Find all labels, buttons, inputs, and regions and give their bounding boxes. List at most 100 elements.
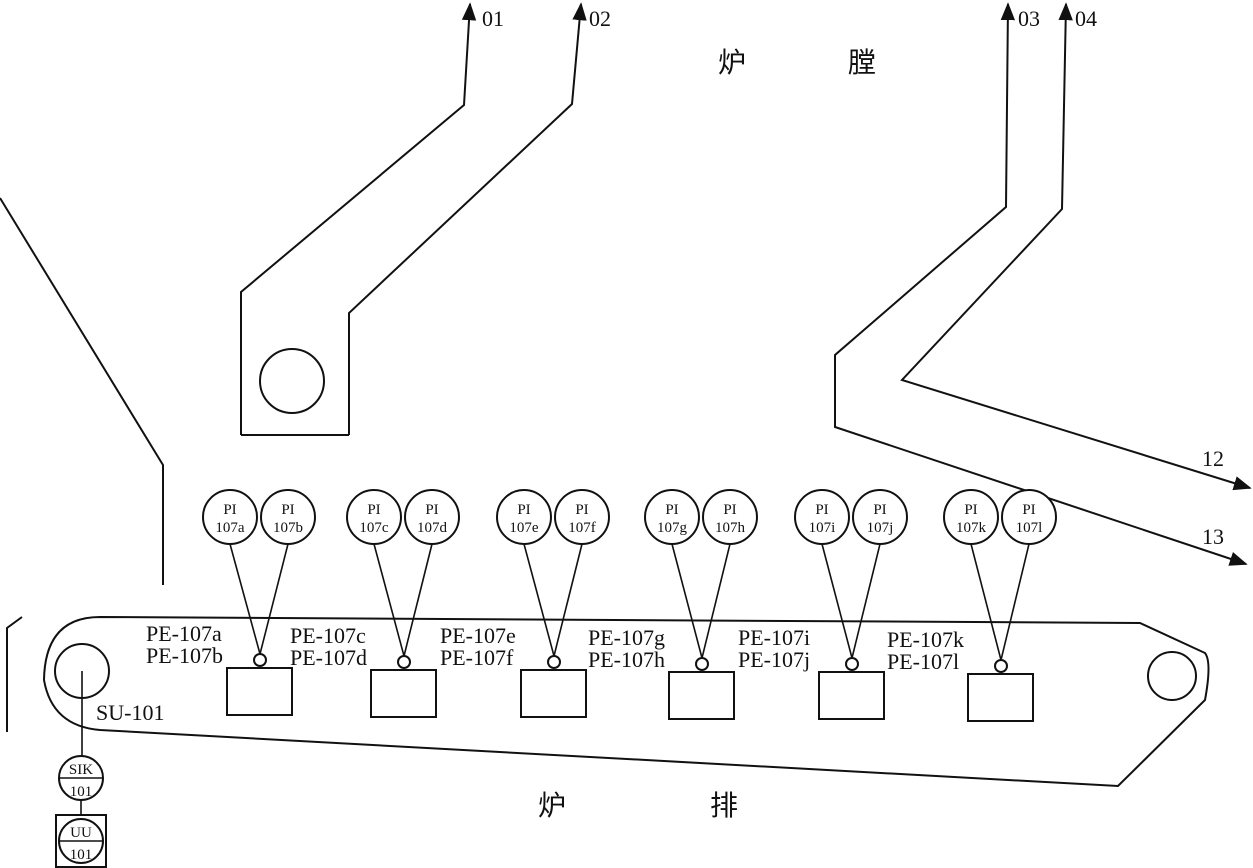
pi-type-label: PI: [815, 502, 828, 518]
port-label-13: 13: [1202, 524, 1224, 549]
port-label-01: 01: [482, 6, 504, 31]
pi-instrument: PI 107j: [852, 489, 908, 545]
port-label-02: 02: [589, 6, 611, 31]
pe-sensor: [695, 657, 709, 671]
duct-02-line: [348, 2, 587, 435]
pi-type-label: PI: [425, 502, 438, 518]
air-box: [226, 667, 293, 716]
pe-sensor: [994, 659, 1008, 673]
port-label-03: 03: [1018, 6, 1040, 31]
pi-instrument: PI 107e: [496, 489, 552, 545]
pi-tag-label: 107c: [359, 520, 389, 536]
pi-type-label: PI: [723, 502, 736, 518]
leader-line: [373, 543, 405, 657]
pi-tag-label: 107l: [1016, 520, 1043, 536]
pi-type-label: PI: [575, 502, 588, 518]
pi-type-label: PI: [517, 502, 530, 518]
pi-type-label: PI: [281, 502, 294, 518]
pe-label-upper: PE-107i: [738, 625, 810, 650]
pe-label-upper: PE-107a: [146, 621, 222, 646]
leader-line: [821, 543, 853, 659]
pe-label-lower: PE-107d: [290, 645, 367, 670]
pi-circle: [702, 489, 758, 545]
furnace-label-char-1: 炉: [718, 46, 746, 79]
duct-03-line: [834, 2, 1248, 566]
pe-label-lower: PE-107f: [440, 645, 514, 670]
air-box: [818, 671, 885, 720]
grate-label-char-1: 炉: [538, 789, 566, 822]
pi-circle: [943, 489, 999, 545]
leader-line: [671, 543, 703, 659]
pi-tag-label: 107b: [273, 520, 303, 536]
pi-tag-label: 107e: [509, 520, 539, 536]
pe-sensor: [253, 653, 267, 667]
pressure-instrument-pairs: PI107aPI107bPE-107aPE-107bPI107cPI107dPE…: [146, 489, 1057, 722]
conveyor-left-bracket: [6, 616, 23, 732]
uu-top: UU: [70, 825, 92, 841]
pi-type-label: PI: [367, 502, 380, 518]
pi-circle: [404, 489, 460, 545]
pi-instrument: PI 107b: [260, 489, 316, 545]
duct-04-line: [900, 2, 1252, 491]
pe-label-lower: PE-107l: [887, 649, 959, 674]
leader-line: [523, 543, 555, 657]
pi-instrument: PI 107d: [404, 489, 460, 545]
speed-instruments: SIK 101 UU 101: [55, 755, 107, 868]
leader-line: [553, 543, 583, 657]
pi-circle: [346, 489, 402, 545]
pe-label-upper: PE-107e: [440, 623, 516, 648]
port-label-04: 04: [1075, 6, 1097, 31]
furnace-label-char-2: 膛: [848, 46, 876, 79]
pe-label-lower: PE-107b: [146, 643, 223, 668]
pi-type-label: PI: [1022, 502, 1035, 518]
grate-conveyor: SU-101: [6, 615, 1210, 788]
duct-roller: [259, 348, 325, 414]
pi-circle: [852, 489, 908, 545]
pi-type-label: PI: [873, 502, 886, 518]
grate-label-char-2: 排: [710, 789, 738, 822]
pi-instrument: PI 107k: [943, 489, 999, 545]
leader-line: [701, 543, 731, 659]
sik-bottom: 101: [70, 784, 93, 800]
pi-instrument: PI 107f: [554, 489, 610, 545]
pi-circle: [496, 489, 552, 545]
leader-line: [970, 543, 1002, 661]
port-label-12: 12: [1202, 446, 1224, 471]
air-box: [967, 673, 1034, 722]
pe-label-upper: PE-107k: [887, 627, 964, 652]
uu-bottom: 101: [70, 847, 93, 863]
pi-circle: [1001, 489, 1057, 545]
pi-tag-label: 107f: [568, 520, 596, 536]
pe-sensor: [397, 655, 411, 669]
pi-type-label: PI: [223, 502, 236, 518]
pi-circle: [260, 489, 316, 545]
sik-top: SIK: [69, 762, 93, 778]
conveyor-belt-outline: [42, 615, 1210, 788]
pi-type-label: PI: [665, 502, 678, 518]
pi-circle: [794, 489, 850, 545]
area-labels: 炉 膛 炉 排: [538, 46, 876, 822]
furnace-structure: [0, 2, 1252, 585]
pi-instrument: PI 107c: [346, 489, 402, 545]
pi-type-label: PI: [964, 502, 977, 518]
pi-circle: [554, 489, 610, 545]
pi-tag-label: 107j: [867, 520, 894, 536]
pe-sensor: [845, 657, 859, 671]
pe-label-lower: PE-107j: [738, 647, 810, 672]
pi-tag-label: 107d: [417, 520, 448, 536]
pi-tag-label: 107k: [956, 520, 987, 536]
idler-roller: [1147, 651, 1197, 701]
conveyor-tag: SU-101: [96, 700, 164, 725]
port-labels: 01 02 03 04 12 13: [482, 6, 1224, 549]
